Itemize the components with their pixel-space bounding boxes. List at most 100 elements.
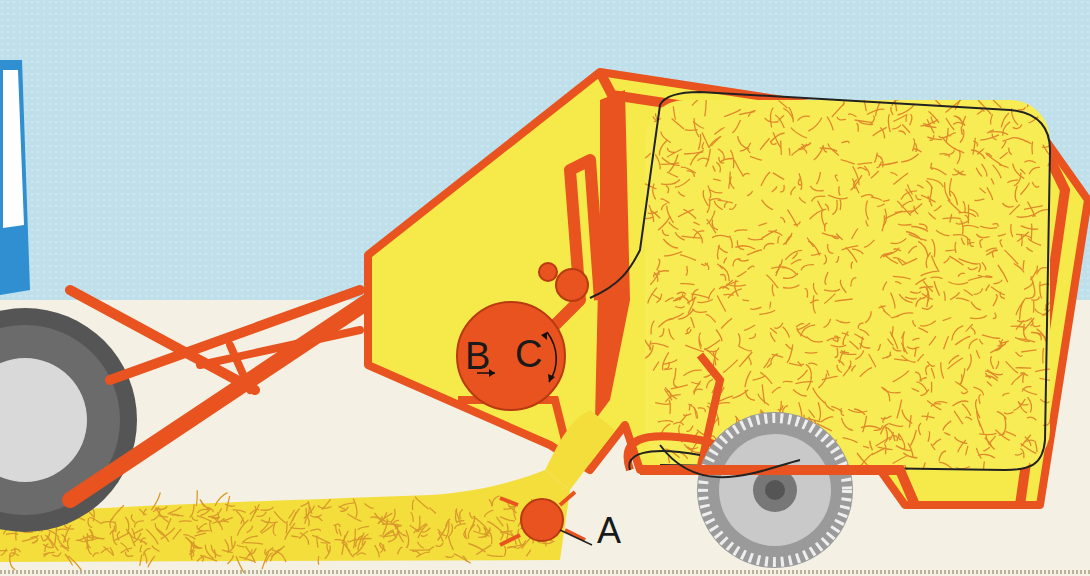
hay-strand bbox=[764, 243, 775, 249]
hay-strand bbox=[979, 395, 981, 404]
hay-strand bbox=[310, 515, 322, 517]
hay-strand bbox=[207, 508, 214, 513]
hay-strand bbox=[101, 522, 116, 524]
hay-strand bbox=[814, 146, 824, 161]
hay-strand bbox=[1025, 437, 1031, 446]
hay-strand bbox=[926, 181, 932, 189]
hay-strand bbox=[1040, 378, 1051, 382]
hay-strand bbox=[893, 276, 911, 279]
hay-strand bbox=[1035, 441, 1037, 452]
hay-strand bbox=[675, 179, 690, 187]
hay-strand bbox=[982, 164, 987, 177]
hay-strand bbox=[996, 361, 999, 369]
hay-strand bbox=[894, 436, 898, 441]
hay-strand bbox=[758, 394, 769, 406]
hay-strand bbox=[1038, 268, 1048, 273]
hay-strand bbox=[744, 325, 755, 330]
hay-strand bbox=[986, 154, 1002, 165]
hay-strand bbox=[977, 111, 982, 115]
hay-strand bbox=[468, 544, 486, 553]
hay-strand bbox=[1017, 232, 1029, 242]
hay-strand bbox=[791, 187, 796, 196]
hay-strand bbox=[1016, 320, 1024, 329]
hay-strand bbox=[860, 453, 873, 467]
hay-strand bbox=[1020, 449, 1024, 459]
hay-strand bbox=[93, 553, 99, 557]
hay-strand bbox=[800, 197, 806, 203]
hay-strand bbox=[375, 545, 380, 557]
hay-strand bbox=[953, 401, 969, 406]
hay-strand bbox=[462, 556, 466, 562]
rotor-circle: BC bbox=[455, 300, 567, 412]
hay-strand bbox=[906, 114, 908, 122]
hay-strand bbox=[1024, 324, 1027, 339]
hay-strand bbox=[922, 305, 933, 309]
hay-strand bbox=[1027, 417, 1036, 420]
hay-strand bbox=[821, 417, 833, 422]
hay-strand bbox=[674, 378, 678, 387]
hay-strand bbox=[980, 240, 983, 249]
hay-strand bbox=[967, 354, 972, 371]
hay-strand bbox=[724, 258, 727, 264]
hay-strand bbox=[1015, 185, 1017, 202]
hay-strand bbox=[783, 327, 790, 338]
hay-strand bbox=[151, 510, 160, 521]
hay-strand bbox=[507, 524, 508, 540]
hay-strand bbox=[661, 132, 671, 143]
hay-strand bbox=[291, 536, 299, 537]
hay-strand bbox=[1033, 324, 1041, 327]
hay-strand bbox=[343, 543, 351, 551]
hay-strand bbox=[201, 500, 210, 508]
hay-strand bbox=[669, 400, 670, 414]
hay-strand bbox=[843, 331, 848, 345]
hay-strand bbox=[841, 160, 855, 165]
hay-strand bbox=[719, 287, 729, 290]
hay-strand bbox=[1009, 148, 1012, 155]
hay-strand bbox=[827, 370, 829, 376]
hay-strand bbox=[971, 328, 975, 335]
hay-strand bbox=[721, 318, 732, 329]
hay-strand bbox=[831, 406, 842, 412]
hay-strand bbox=[958, 273, 965, 276]
hay-strand bbox=[1003, 122, 1010, 136]
hay-strand bbox=[709, 288, 715, 299]
hay-strand bbox=[834, 336, 838, 342]
hay-strand bbox=[770, 141, 776, 144]
hay-strand bbox=[125, 552, 133, 557]
hay-strand bbox=[195, 533, 206, 536]
hay-strand bbox=[980, 226, 997, 228]
hay-strand bbox=[893, 456, 908, 464]
hay-strand bbox=[917, 185, 923, 188]
hay-strand bbox=[504, 506, 516, 509]
hay-strand bbox=[896, 313, 913, 317]
hay-strand bbox=[839, 199, 841, 210]
hay-strand bbox=[692, 309, 707, 313]
hay-strand bbox=[965, 417, 972, 420]
hay-strand bbox=[836, 320, 850, 323]
hay-strand bbox=[886, 352, 890, 358]
hay-strand bbox=[693, 229, 703, 243]
hay-strand bbox=[448, 524, 452, 538]
hay-strand bbox=[10, 555, 16, 570]
hay-strand bbox=[662, 158, 680, 166]
hay-strand bbox=[931, 443, 935, 450]
tractor-rim bbox=[0, 358, 87, 482]
hay-strand bbox=[1009, 205, 1019, 215]
hay-strand bbox=[955, 242, 956, 253]
hay-strand bbox=[943, 421, 951, 431]
hay-strand bbox=[835, 175, 838, 181]
hay-strand bbox=[816, 172, 820, 184]
hay-strand bbox=[1031, 296, 1039, 300]
hay-strand bbox=[1013, 125, 1022, 129]
hay-strand bbox=[878, 447, 893, 450]
hay-strand bbox=[985, 438, 992, 447]
hay-strand bbox=[750, 307, 761, 309]
hay-strand bbox=[703, 190, 708, 206]
hay-strand bbox=[673, 422, 683, 425]
hay-strand bbox=[797, 370, 807, 380]
hay-strand bbox=[200, 555, 203, 561]
hay-strand bbox=[205, 545, 214, 559]
hay-strand bbox=[927, 401, 941, 410]
hay-strand bbox=[956, 298, 970, 301]
hay-strand bbox=[964, 290, 973, 296]
